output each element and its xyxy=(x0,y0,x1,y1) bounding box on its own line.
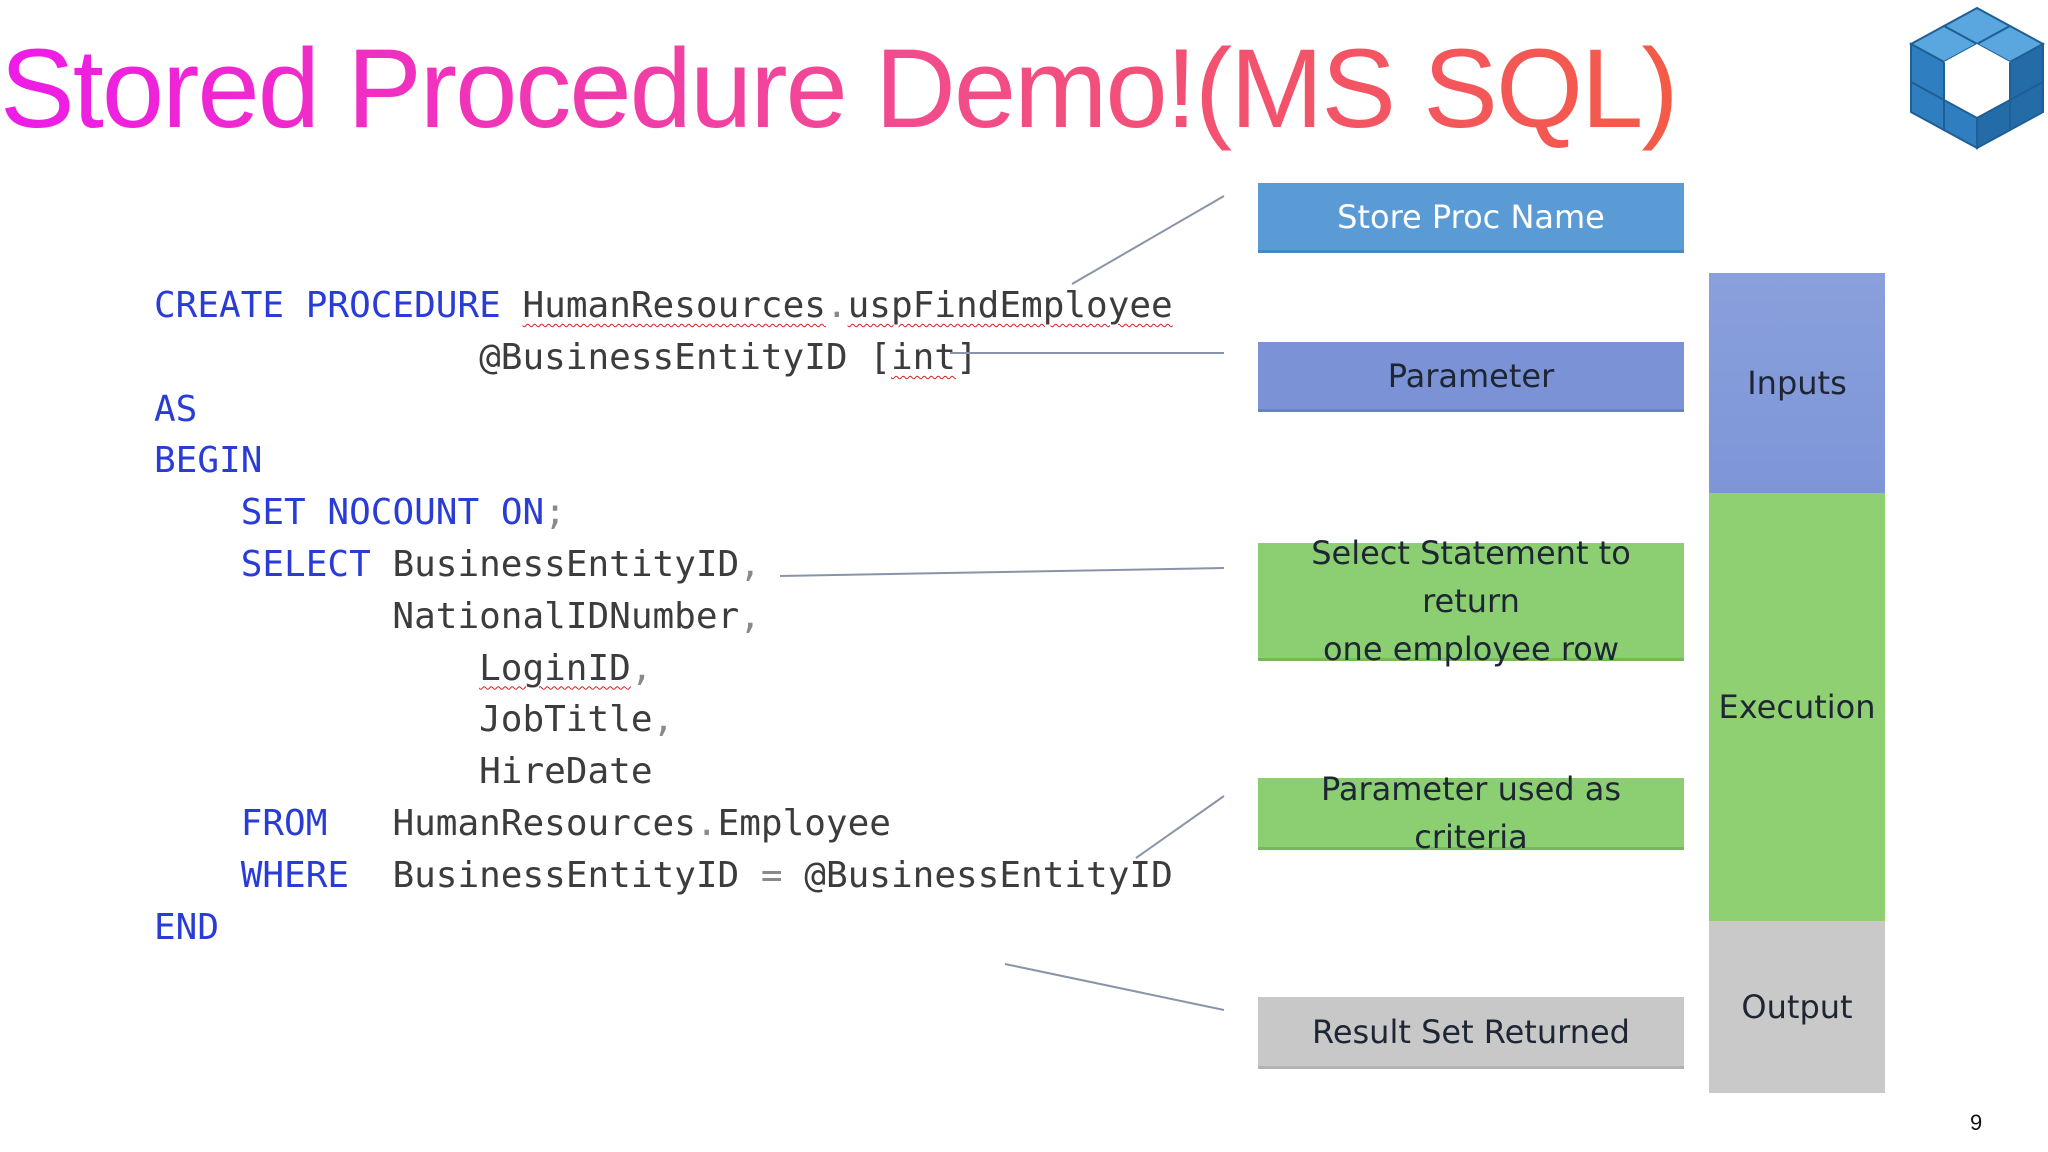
keyword-nocount: NOCOUNT xyxy=(327,492,480,534)
semicolon: ; xyxy=(544,492,566,534)
table-name: Employee xyxy=(717,802,891,844)
column-nationalidnumber: NationalIDNumber xyxy=(392,595,740,637)
phase-output: Output xyxy=(1709,921,1885,1093)
keyword-select: SELECT xyxy=(240,543,371,585)
page-number: 9 xyxy=(1970,1110,1983,1135)
phase-execution-label: Execution xyxy=(1718,688,1876,726)
keyword-from: FROM xyxy=(240,802,328,844)
column-jobtitle: JobTitle xyxy=(479,699,653,741)
table-schema: HumanResources xyxy=(392,802,696,844)
parameter-declaration: @BusinessEntityID xyxy=(479,336,848,378)
keyword-on: ON xyxy=(500,492,545,534)
select-statement-box: Select Statement to return one employee … xyxy=(1258,534,1684,668)
keyword-where: WHERE xyxy=(240,854,350,896)
equals-operator: = xyxy=(760,854,783,896)
keyword-as: AS xyxy=(154,388,198,430)
phase-inputs: Inputs xyxy=(1709,273,1885,493)
select-statement-label-line2: one employee row xyxy=(1322,629,1620,668)
code-line-2: @BusinessEntityID [int] xyxy=(154,337,978,378)
sql-code-block: CREATE PROCEDURE HumanResources.uspFindE… xyxy=(154,280,1173,953)
keyword-create: CREATE xyxy=(154,285,285,326)
parameter-criteria-box: Parameter used as criteria xyxy=(1258,770,1684,856)
parameter-box: Parameter xyxy=(1258,342,1684,412)
code-line-11: FROM HumanResources.Employee xyxy=(241,803,891,844)
keyword-end: END xyxy=(154,906,220,948)
column-hiredate: HireDate xyxy=(479,751,653,793)
keyword-procedure: PROCEDURE xyxy=(305,285,501,326)
store-proc-name-box: Store Proc Name xyxy=(1258,183,1684,253)
code-line-12: WHERE BusinessEntityID = @BusinessEntity… xyxy=(241,855,1173,896)
cube-ring-logo-icon xyxy=(1908,6,2046,150)
dot-operator: . xyxy=(825,285,848,326)
procedure-name: uspFindEmployee xyxy=(847,285,1173,326)
open-bracket: [ xyxy=(869,336,891,378)
code-line-7: NationalIDNumber, xyxy=(392,596,760,637)
store-proc-name-label: Store Proc Name xyxy=(1337,197,1605,236)
where-column: BusinessEntityID xyxy=(392,854,740,896)
comma: , xyxy=(652,699,675,741)
parameter-criteria-label: Parameter used as criteria xyxy=(1320,769,1622,856)
comma: , xyxy=(739,595,761,637)
connector-result-set xyxy=(1004,963,1225,1011)
phase-output-label: Output xyxy=(1741,988,1853,1026)
dot-operator: . xyxy=(695,802,718,844)
code-line-5: SET NOCOUNT ON; xyxy=(241,492,566,533)
keyword-set: SET xyxy=(240,492,306,534)
code-line-9: JobTitle, xyxy=(479,699,674,740)
where-parameter: @BusinessEntityID xyxy=(804,854,1173,896)
column-businessentityid: BusinessEntityID xyxy=(392,543,740,585)
comma: , xyxy=(630,647,653,689)
parameter-type: int xyxy=(890,336,956,378)
keyword-begin: BEGIN xyxy=(154,440,263,482)
code-line-6: SELECT BusinessEntityID, xyxy=(241,544,761,585)
code-line-1: CREATE PROCEDURE HumanResources.uspFindE… xyxy=(154,285,1173,326)
connector-store-proc-name xyxy=(1071,195,1225,285)
code-line-8: LoginID, xyxy=(479,648,652,689)
close-bracket: ] xyxy=(955,336,978,378)
procedure-schema: HumanResources xyxy=(522,285,826,326)
slide-title: Stored Procedure Demo!(MS SQL) xyxy=(0,24,1679,154)
comma: , xyxy=(739,543,761,585)
parameter-label: Parameter xyxy=(1387,356,1555,395)
phase-execution: Execution xyxy=(1709,493,1885,921)
column-loginid: LoginID xyxy=(479,647,631,689)
select-statement-label-line1: Select Statement to return xyxy=(1311,533,1631,620)
phase-bar: Inputs Execution Output xyxy=(1709,273,1885,1093)
phase-inputs-label: Inputs xyxy=(1747,364,1847,402)
result-set-label: Result Set Returned xyxy=(1312,1012,1630,1051)
result-set-box: Result Set Returned xyxy=(1258,997,1684,1069)
